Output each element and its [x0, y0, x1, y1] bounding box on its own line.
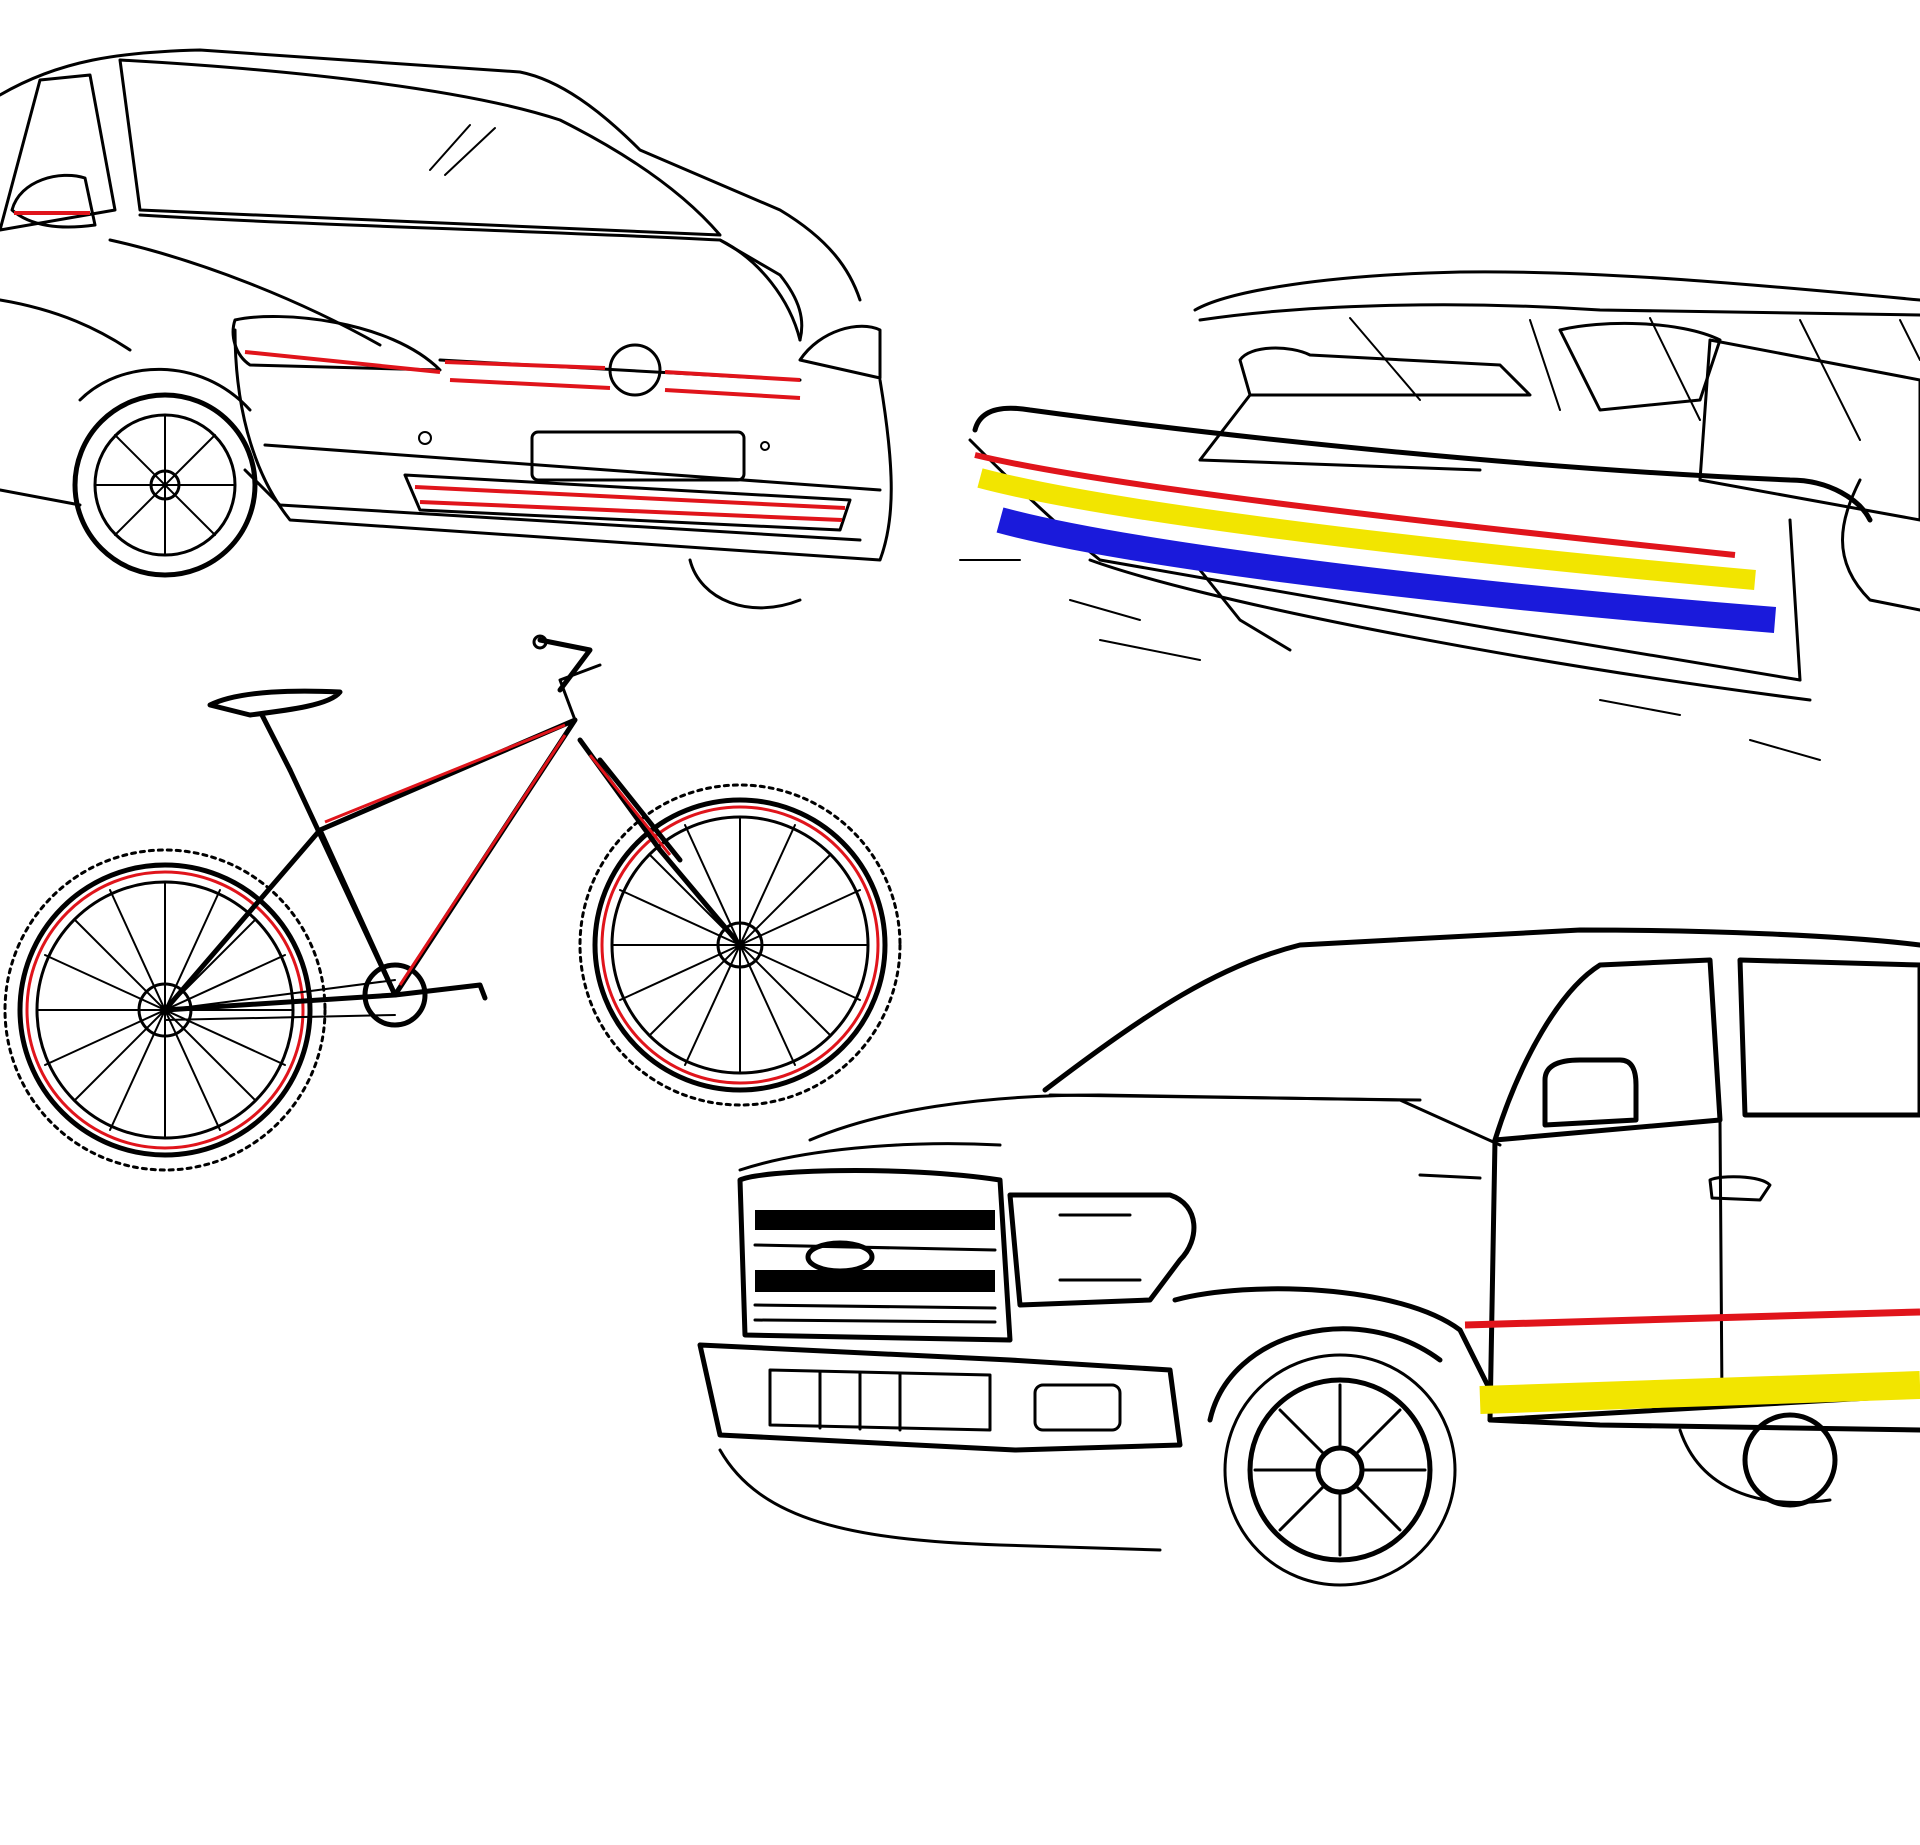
car-stripe-intake-1	[414, 485, 846, 510]
car-stripe-grille-3	[664, 370, 801, 382]
bike-front-rim-stripe	[600, 805, 880, 1085]
boat-stripe-yellow	[977, 468, 1756, 590]
truck-stripe-red	[1464, 1308, 1920, 1329]
bike-frame-stripe-top	[324, 723, 566, 824]
car-stripe-intake-2	[419, 500, 843, 522]
boat-stripe-red	[974, 452, 1736, 558]
truck-grille-bar-2	[755, 1270, 995, 1292]
truck-grille-bar-1	[755, 1210, 995, 1230]
bike-frame-stripe-fork	[588, 754, 672, 856]
mountain-bike-drawing	[3, 634, 902, 1172]
truck-stripe-yellow	[1479, 1371, 1920, 1414]
bike-rear-rim-stripe	[25, 870, 305, 1150]
car-stripe-grille-2	[449, 378, 611, 390]
bike-frame-stripe-down	[398, 734, 567, 986]
boat-stripe-blue	[996, 507, 1777, 633]
car-stripe-grille-1	[444, 360, 606, 370]
hatchback-car-drawing	[0, 48, 893, 610]
car-stripe-headlight	[244, 350, 441, 374]
speed-boat-drawing	[959, 270, 1920, 761]
pickup-truck-drawing	[697, 927, 1920, 1587]
car-stripe-grille-4	[664, 388, 801, 400]
